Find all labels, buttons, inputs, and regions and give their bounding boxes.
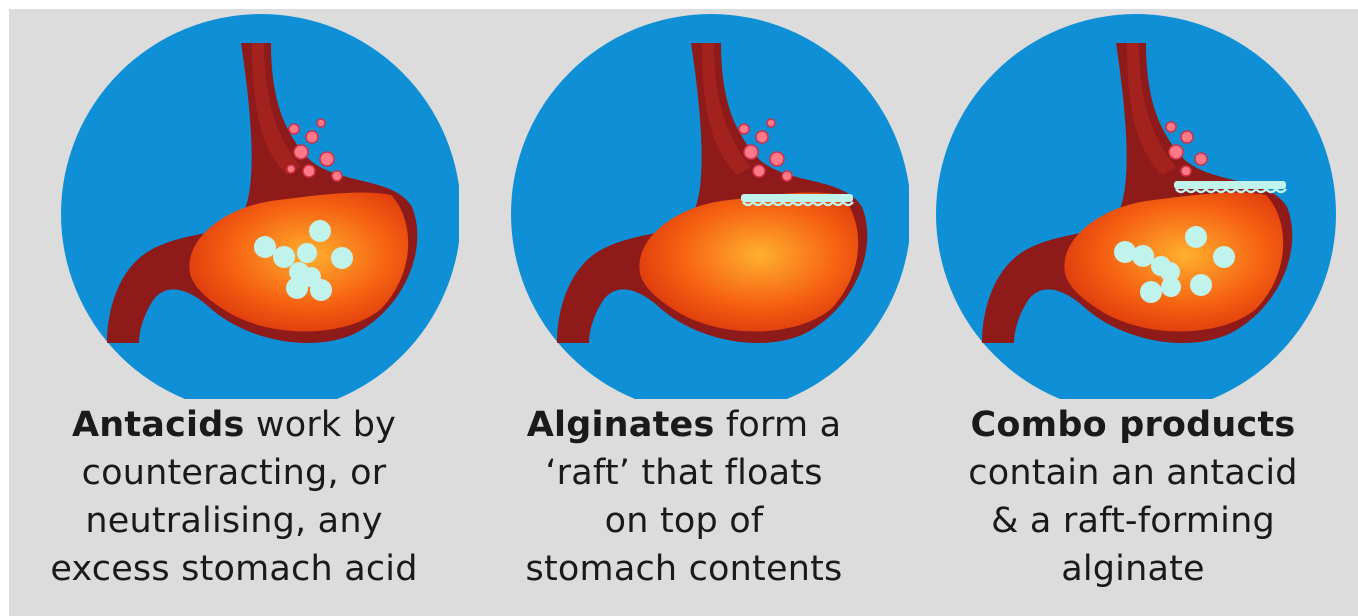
caption-line: contain an antacid <box>908 449 1358 497</box>
caption-line: neutralising, any <box>9 497 459 545</box>
caption-line: ‘raft’ that floats <box>459 449 909 497</box>
caption-line: on top of <box>459 497 909 545</box>
alginates-caption: Alginates form a ‘raft’ that floats on t… <box>459 401 909 593</box>
caption-bold: Antacids <box>72 405 245 445</box>
caption-line: counteracting, or <box>9 449 459 497</box>
caption-bold: Combo products <box>971 405 1296 445</box>
combo-products-column: Combo products contain an antacid & a ra… <box>908 9 1358 616</box>
caption-line: & a raft-forming <box>908 497 1358 545</box>
alginates-column: Alginates form a ‘raft’ that floats on t… <box>459 9 909 616</box>
antacids-caption: Antacids work by counteracting, or neutr… <box>9 401 459 593</box>
caption-bold: Alginates <box>527 405 715 445</box>
caption-line: work by <box>256 405 396 445</box>
caption-line: excess stomach acid <box>9 545 459 593</box>
antacids-stomach-illustration <box>9 9 459 399</box>
caption-line: alginate <box>908 545 1358 593</box>
alginates-stomach-illustration <box>459 9 909 399</box>
caption-line: stomach contents <box>459 545 909 593</box>
illustration-panel: Antacids work by counteracting, or neutr… <box>9 9 1358 616</box>
combo-products-caption: Combo products contain an antacid & a ra… <box>908 401 1358 593</box>
combo-stomach-illustration <box>908 9 1358 399</box>
antacids-column: Antacids work by counteracting, or neutr… <box>9 9 459 616</box>
caption-line: form a <box>726 405 841 445</box>
